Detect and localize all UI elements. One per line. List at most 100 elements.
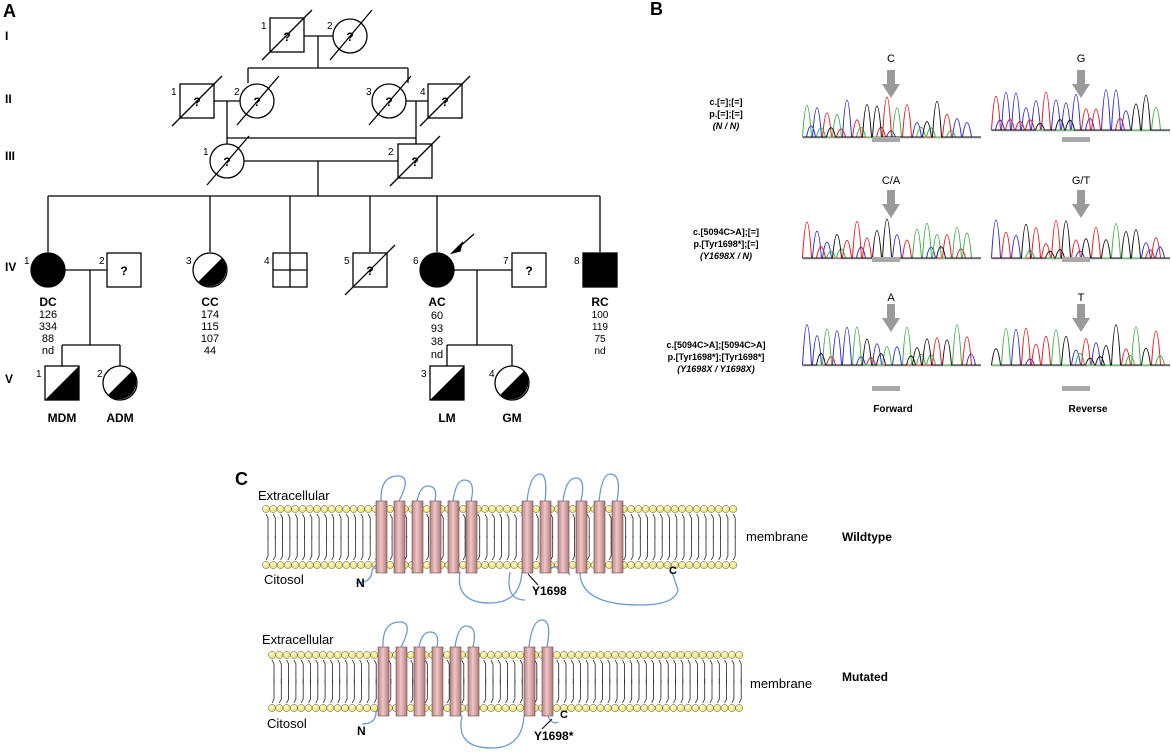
lab-value: 174 <box>201 309 219 321</box>
trace-A <box>803 324 981 366</box>
trace-T <box>992 220 1170 259</box>
individual-number: 4 <box>420 87 426 98</box>
lipid-head <box>333 651 342 659</box>
lipid-head <box>676 704 685 712</box>
n-terminus-label-mutated: N <box>357 724 366 738</box>
lipid-head <box>459 505 467 513</box>
genotype-short-row1: (N / N) <box>713 121 740 131</box>
lipid-head <box>713 704 722 712</box>
unknown-mark: ? <box>223 155 230 169</box>
lipid-head <box>357 561 365 569</box>
lipid-head <box>298 505 307 513</box>
lipid-head <box>509 651 517 659</box>
transmembrane-helix <box>521 500 534 574</box>
lipid-head <box>503 505 511 513</box>
transmembrane-helix <box>393 500 406 574</box>
lipid-head <box>282 704 291 712</box>
position-arrow <box>1077 70 1085 84</box>
lipid-head <box>618 651 627 659</box>
membrane-mutated-diagram <box>268 619 744 749</box>
lipid-head <box>706 704 714 712</box>
individual-name-cc: CC <box>201 295 219 309</box>
lipid-head <box>363 704 371 712</box>
lipid-head <box>422 561 431 569</box>
genotype-labels: c.[=];[=] p.[=];[=] (N / N) c.[5094C>A];… <box>666 97 765 374</box>
individual-number: 5 <box>344 256 350 267</box>
membrane-label-wildtype: membrane <box>746 529 808 544</box>
lipid-head <box>297 704 306 712</box>
protein-chain <box>361 619 559 749</box>
lipid-head <box>567 651 576 659</box>
transmembrane-helix <box>411 500 424 574</box>
individual-number: 8 <box>574 256 580 267</box>
lipid-head <box>326 704 335 712</box>
lipid-head <box>479 704 488 712</box>
lipid-head <box>713 651 722 659</box>
lipid-head <box>487 651 495 659</box>
lipid-head <box>355 651 364 659</box>
codon-underline <box>872 137 900 142</box>
individual-name-mdm: MDM <box>48 411 77 425</box>
lipid-head <box>320 561 329 569</box>
lipid-head <box>516 651 525 659</box>
wildtype-label: Wildtype <box>842 530 892 544</box>
base-call-forward-row3: A <box>887 292 895 304</box>
lipid-head <box>670 505 679 513</box>
pedigree-text: ? ? ? ? ? ? ? ? ? ? ? 1 2 1 2 3 4 1 2 1 … <box>24 21 609 425</box>
panel-label-c: C <box>235 469 248 489</box>
genotype-short-row2: (Y1698X / N) <box>700 251 752 261</box>
lipid-head <box>669 651 678 659</box>
lipid-head <box>596 704 605 712</box>
lipid-head <box>700 561 708 569</box>
transmembrane-helix <box>395 646 408 717</box>
lipid-head <box>313 505 321 513</box>
trace-C <box>992 328 1170 366</box>
lab-value: 334 <box>39 321 57 333</box>
trace-T <box>801 221 981 259</box>
lipid-head <box>406 704 415 712</box>
lipid-head <box>641 505 650 513</box>
genotype-cdna-row1: c.[=];[=] <box>709 97 742 107</box>
transmembrane-helix <box>593 500 606 574</box>
transmembrane-helix <box>541 646 554 717</box>
lab-value: 100 <box>592 310 609 321</box>
lipid-head <box>568 505 577 513</box>
lipid-head <box>574 704 583 712</box>
lab-value: 119 <box>592 322 608 333</box>
unknown-mark: ? <box>411 155 418 169</box>
trace-G <box>992 94 1170 131</box>
panel-label-b: B <box>650 0 663 19</box>
lipid-head <box>728 651 736 659</box>
lipid-head <box>479 651 488 659</box>
panel-label-a: A <box>3 1 16 21</box>
unknown-mark: ? <box>385 95 392 109</box>
lipid-head <box>655 704 663 712</box>
individual-number: 2 <box>327 21 333 32</box>
lab-value: 107 <box>201 333 219 345</box>
position-arrow <box>887 70 895 84</box>
lipid-head <box>611 651 619 659</box>
lipid-head <box>319 704 327 712</box>
lipid-head <box>262 505 270 513</box>
lipid-head <box>640 651 649 659</box>
lipid-head <box>567 704 576 712</box>
lipid-head <box>355 704 364 712</box>
gen1-male-1 <box>269 17 305 53</box>
lipid-head <box>326 651 335 659</box>
lipid-head <box>691 651 700 659</box>
lipid-head <box>691 704 700 712</box>
genotype-protein-row1: p.[=];[=] <box>709 109 743 119</box>
lipid-head <box>596 651 605 659</box>
individual-number: 2 <box>99 256 105 267</box>
lipid-head <box>495 505 504 513</box>
lipid-head <box>290 651 298 659</box>
lipid-head <box>501 651 510 659</box>
lipid-head <box>647 704 656 712</box>
chromatogram-forward-1 <box>801 96 981 139</box>
genotype-cdna-row3: c.[5094C>A];[5094C>A] <box>666 340 765 350</box>
lipid-head <box>275 651 284 659</box>
chromatogram-reverse-3 <box>990 324 1170 367</box>
individual-name-adm: ADM <box>106 411 133 425</box>
base-call-reverse-row2: G/T <box>1072 175 1091 187</box>
lipid-head <box>678 505 686 513</box>
